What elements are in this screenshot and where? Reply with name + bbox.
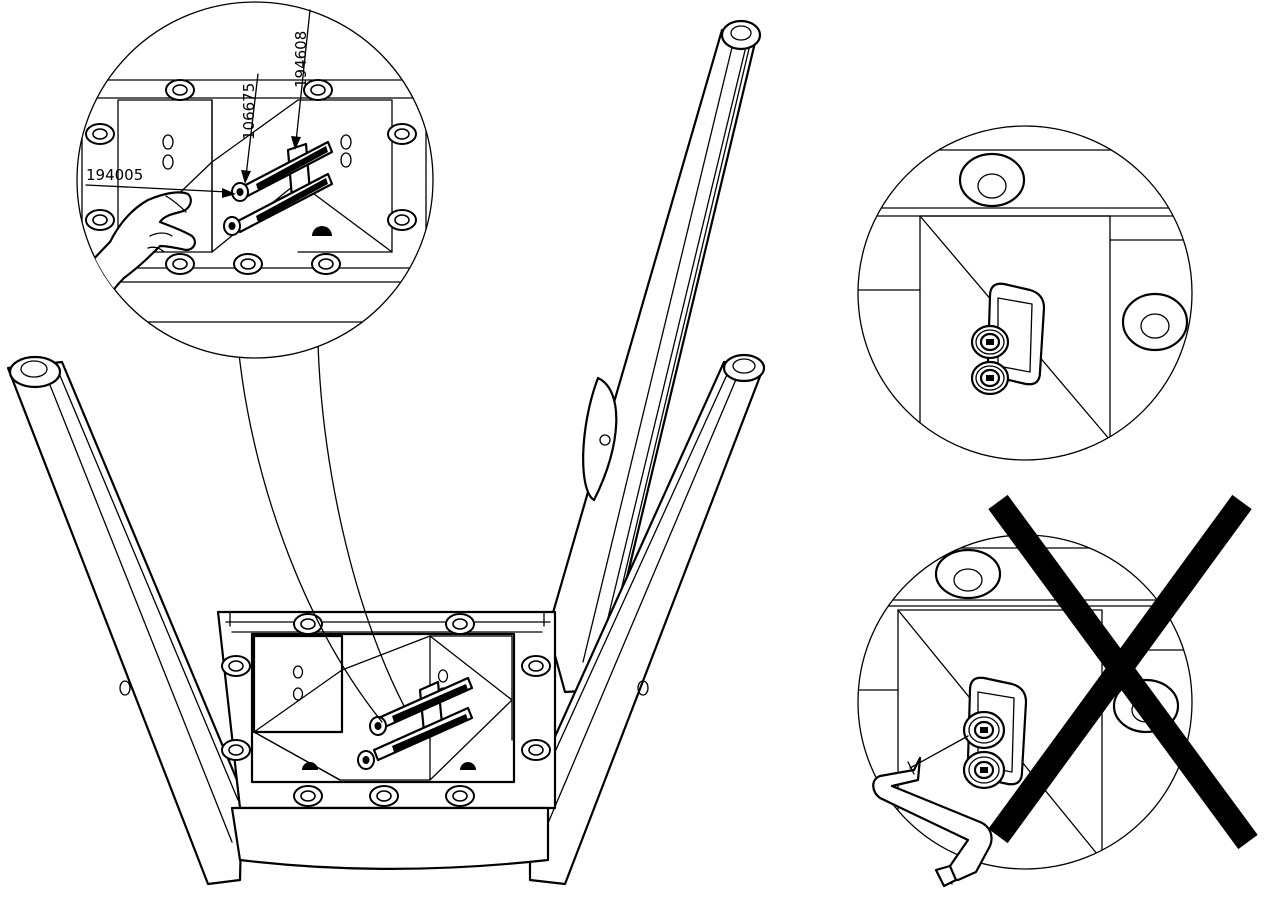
cross-mark-icon [988,494,1258,850]
label-194608: 194608 [292,31,310,88]
seat-frame [216,610,557,871]
allen-key-icon [872,756,993,888]
leg-back-right [546,19,762,694]
callout-194005: 194005 [85,166,236,198]
callout-106675: 106675 [240,73,259,184]
detail-correct-fitting [857,125,1193,461]
detail-insert-step: 194005 106675 194608 [76,1,434,359]
stool [6,19,766,886]
detail-wrong-fitting [857,494,1258,888]
bracket-bolts-main [357,676,474,770]
callout-194608: 194608 [291,9,311,150]
label-194005: 194005 [86,166,143,184]
magnifier-leader-lines [237,343,405,723]
leg-left [6,355,244,886]
label-106675: 106675 [240,83,258,140]
leg-right [528,353,766,886]
